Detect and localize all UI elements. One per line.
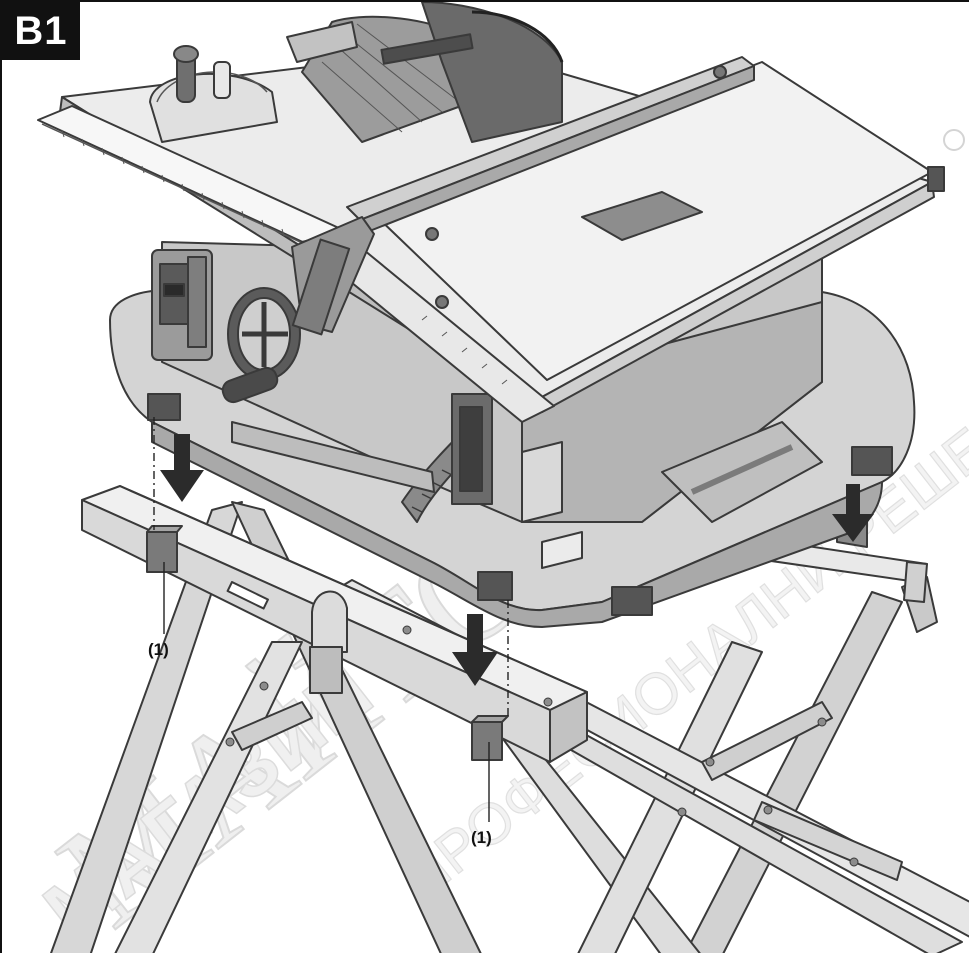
- height-adjust-lever: [401, 393, 493, 523]
- stand-latch-handle: [311, 590, 348, 653]
- fence-rail-ruler: [41, 123, 323, 253]
- figure-badge: B1: [2, 2, 80, 60]
- fence-lock-lever: [291, 216, 375, 336]
- callout-leaders: [163, 562, 490, 822]
- power-switch-housing: [151, 249, 213, 361]
- miter-gauge: [149, 45, 278, 143]
- saw-foot-right-front: [611, 586, 653, 616]
- stand-link-mid: [753, 801, 903, 881]
- alignment-guides: [153, 417, 509, 720]
- saw-foot-left: [147, 393, 181, 421]
- callout-label-left: (1): [148, 640, 169, 659]
- table-saw: [37, 2, 945, 628]
- stand-leg-rear-left: [50, 501, 243, 953]
- down-arrow-front-icon: [452, 614, 498, 686]
- saw-foot-right: [851, 446, 893, 476]
- stand-leg-front-left: [114, 641, 303, 953]
- mounting-bracket-front: [471, 715, 509, 761]
- down-arrow-right-icon: [832, 484, 874, 542]
- stand-link-left: [231, 701, 313, 751]
- bevel-handwheel: [221, 287, 301, 404]
- saw-foot-front: [477, 571, 513, 601]
- table-insert-slot: [581, 191, 703, 241]
- blade-guard: [286, 2, 564, 143]
- mounting-bracket-left: [146, 525, 183, 573]
- stand-rail-rear-end: [903, 561, 928, 603]
- callout-label-front: (1): [471, 828, 492, 847]
- stand-link-right: [701, 701, 833, 781]
- down-arrow-left-icon: [160, 434, 204, 502]
